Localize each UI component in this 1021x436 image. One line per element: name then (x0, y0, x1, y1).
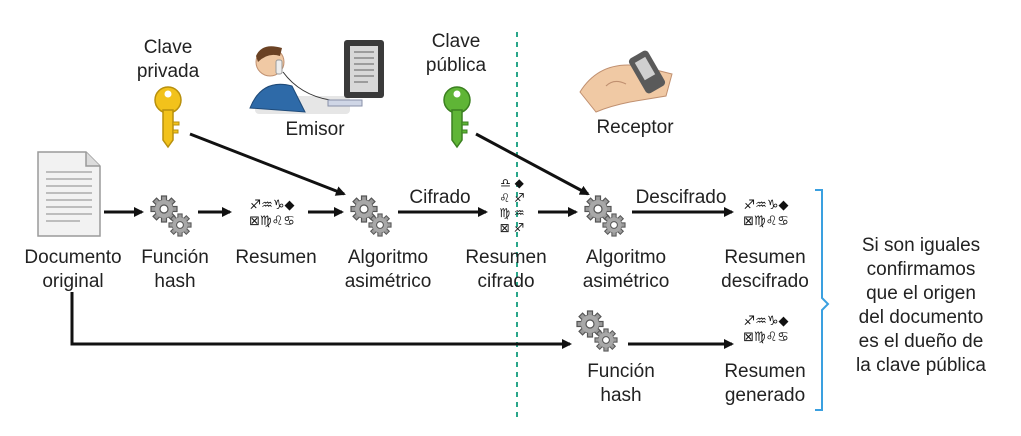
public-key-icon (443, 86, 471, 149)
summary-label: Resumen (235, 247, 317, 268)
receiver-label: Receptor (596, 117, 674, 138)
summary-symbols: ♐♒♑◆⊠♍♌♋ (249, 198, 295, 229)
generated-summary-symbols: ♐♒♑◆⊠♍♌♋ (743, 314, 789, 345)
private-key-icon (154, 86, 182, 149)
gear-icon (351, 196, 391, 236)
hand-phone-icon (579, 50, 673, 113)
gear-icon (577, 311, 617, 351)
arrow (475, 132, 590, 196)
decrypted-summary-symbols: ♐♒♑◆⊠♍♌♋ (743, 198, 789, 229)
arrow (70, 292, 572, 349)
encrypted-label: Cifrado (409, 187, 471, 208)
sender-label: Emisor (285, 119, 345, 140)
encrypted-summary-symbols: ♎ ◆♌ ♐ ♍ ♒⊠ ♐ (499, 176, 525, 235)
gear-icon (151, 196, 191, 236)
person-computer-icon (249, 40, 384, 114)
gear-icon (585, 196, 625, 236)
decrypted-label: Descifrado (635, 187, 727, 208)
document-icon (37, 151, 101, 237)
comparison-bracket (815, 189, 830, 411)
arrow (189, 132, 346, 196)
